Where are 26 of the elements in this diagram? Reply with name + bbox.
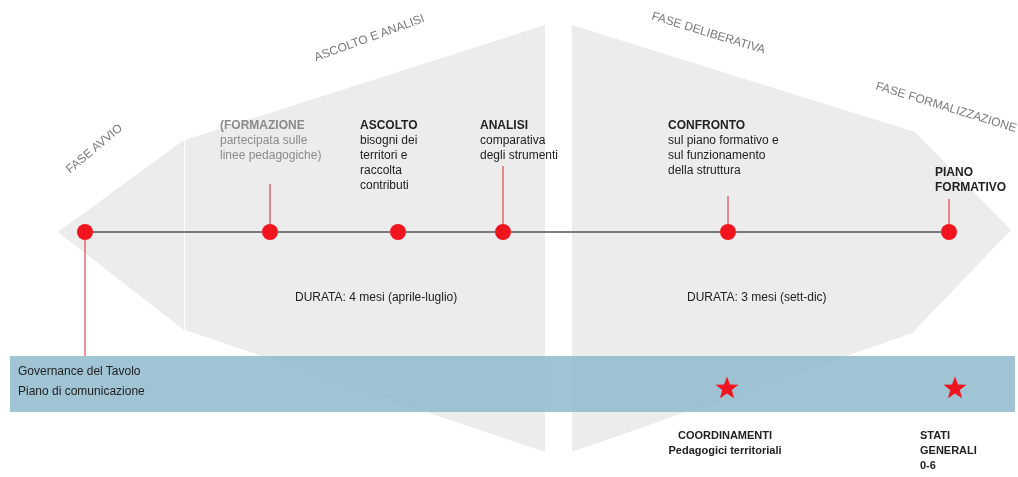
- leader-line: [84, 239, 86, 357]
- band-text: Piano di comunicazione: [18, 384, 145, 399]
- milestone-text: comparativa degli strumenti: [480, 133, 560, 163]
- timeline-line: [510, 231, 721, 233]
- milestone-heading: PIANO FORMATIVO: [935, 165, 1008, 195]
- milestone-heading: CONFRONTO: [668, 118, 747, 133]
- band-text: Governance del Tavolo: [18, 364, 141, 379]
- milestone-heading: ASCOLTO: [360, 118, 419, 133]
- duration-text: DURATA: 3 mesi (sett-dic): [687, 290, 827, 305]
- milestone-heading: (FORMAZIONE: [220, 118, 306, 133]
- duration-text: DURATA: 4 mesi (aprile-luglio): [295, 290, 458, 305]
- timeline-line: [405, 231, 496, 233]
- milestone-text: bisogni dei territori e raccolta contributi: [360, 133, 419, 193]
- milestone-caption: STATI GENERALI 0-6: [920, 428, 978, 473]
- activity-band: [10, 356, 1015, 412]
- timeline-line: [92, 231, 263, 233]
- leader-line: [502, 165, 504, 225]
- milestone-heading: ANALISI: [480, 118, 529, 133]
- timeline-line: [277, 231, 391, 233]
- milestone-text: partecipata sulle linee pedagogiche): [220, 133, 323, 163]
- leader-line: [948, 198, 950, 225]
- milestone-caption: COORDINAMENTI Pedagogici territoriali: [667, 428, 783, 458]
- milestone-text: sul piano formativo e sul funzionamento della struttura: [668, 133, 780, 178]
- leader-line: [269, 183, 271, 225]
- timeline-line: [735, 231, 942, 233]
- leader-line: [727, 195, 729, 225]
